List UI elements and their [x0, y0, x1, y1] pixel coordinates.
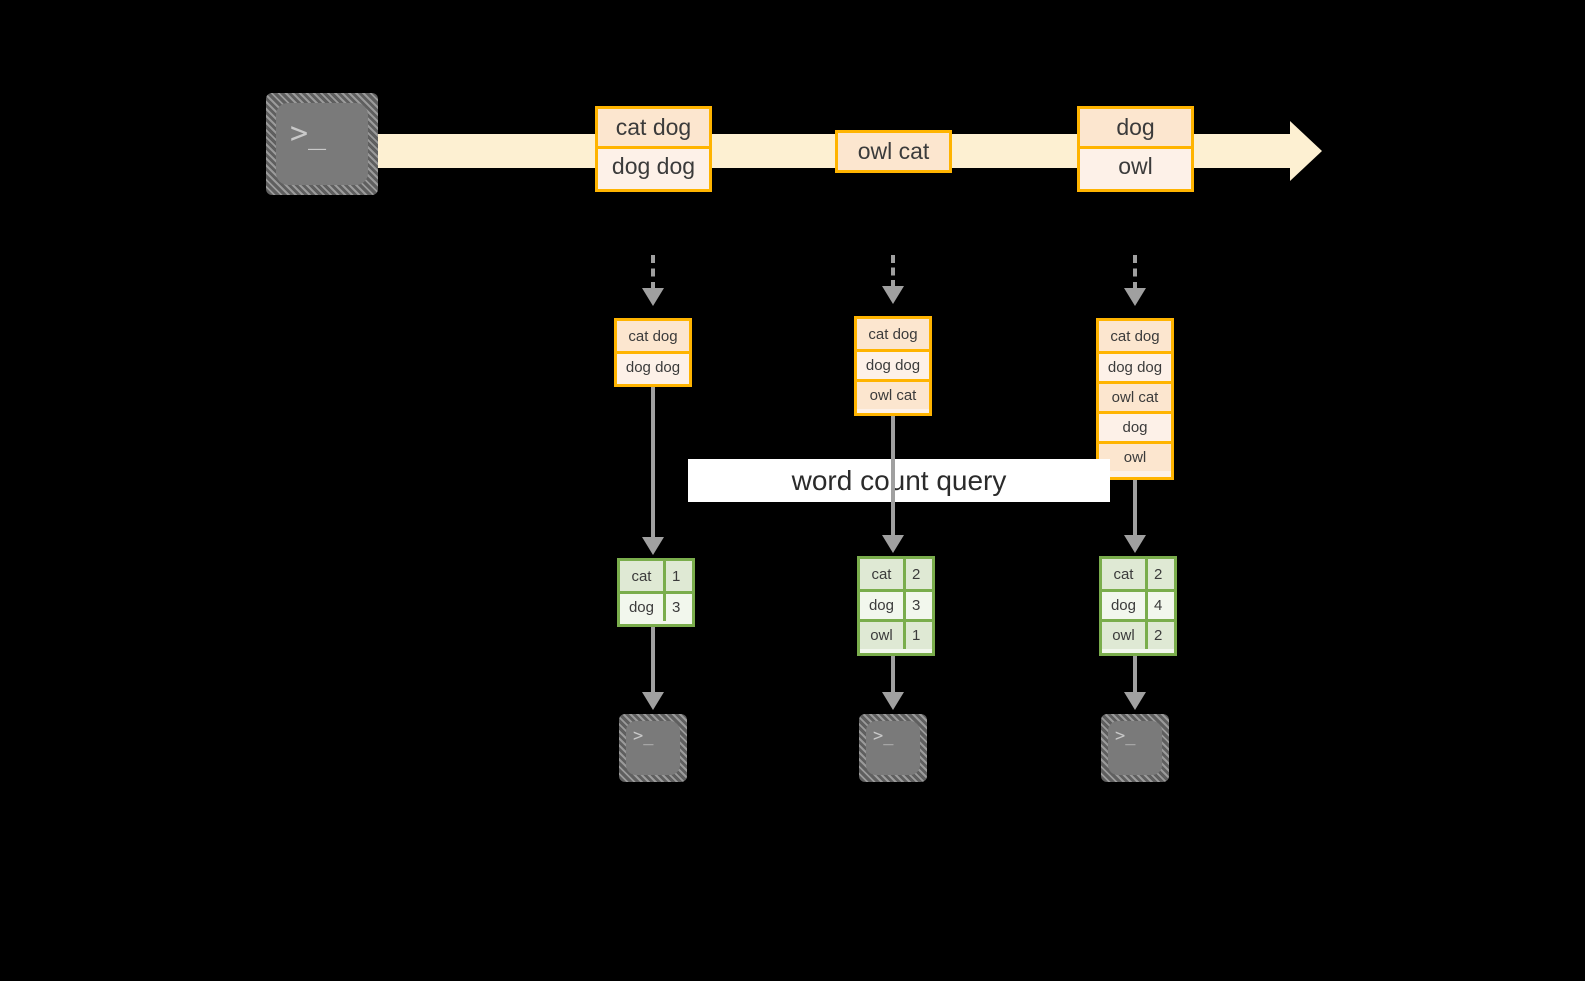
- table-row: dog 3: [620, 591, 692, 621]
- snapshot-3-query-arrowhead: [1124, 535, 1146, 553]
- snapshot-2-query-arrowhead: [882, 535, 904, 553]
- result-word: cat: [620, 561, 666, 591]
- snapshot-3-accumulated-records[interactable]: cat dog dog dog owl cat dog owl: [1096, 318, 1174, 480]
- table-row: dog 4: [1102, 589, 1174, 619]
- terminal-prompt-icon: >_: [290, 116, 327, 151]
- snapshot-3-sink-connector: [1133, 656, 1137, 694]
- accumulated-line: dog dog: [1099, 351, 1171, 381]
- accumulated-line: owl cat: [857, 379, 929, 409]
- consumer-terminal-2[interactable]: >_: [859, 714, 927, 782]
- snapshot-1-query-connector: [651, 387, 655, 539]
- stream-arrowhead: [1290, 121, 1322, 181]
- snapshot-3-query-connector: [1133, 480, 1137, 537]
- table-row: cat 2: [1102, 559, 1174, 589]
- record-line: cat dog: [598, 109, 709, 146]
- record-line: owl: [1080, 146, 1191, 183]
- snapshot-2-dashed-connector: [891, 255, 895, 288]
- snapshot-2-dashed-arrowhead: [882, 286, 904, 304]
- terminal-screen: [276, 103, 368, 185]
- terminal-prompt-icon: >_: [873, 726, 894, 746]
- snapshot-1-query-arrowhead: [642, 537, 664, 555]
- snapshot-1-result-table[interactable]: cat 1 dog 3: [617, 558, 695, 627]
- snapshot-2-query-connector-overlay: [891, 459, 895, 502]
- consumer-terminal-3[interactable]: >_: [1101, 714, 1169, 782]
- result-count: 2: [905, 559, 932, 589]
- snapshot-1-accumulated-records[interactable]: cat dog dog dog: [614, 318, 692, 387]
- result-count: 1: [905, 622, 932, 649]
- table-row: owl 1: [860, 619, 932, 649]
- terminal-screen: [866, 721, 920, 775]
- snapshot-2-result-table[interactable]: cat 2 dog 3 owl 1: [857, 556, 935, 656]
- record-line: dog: [1080, 109, 1191, 146]
- table-row: dog 3: [860, 589, 932, 619]
- snapshot-2-sink-connector: [891, 656, 895, 694]
- stream-record-3[interactable]: dog owl: [1077, 106, 1194, 192]
- accumulated-line: cat dog: [857, 319, 929, 349]
- snapshot-2-accumulated-records[interactable]: cat dog dog dog owl cat: [854, 316, 932, 416]
- stream-record-2[interactable]: owl cat: [835, 130, 952, 173]
- result-word: owl: [860, 622, 906, 649]
- consumer-terminal-1[interactable]: >_: [619, 714, 687, 782]
- result-word: owl: [1102, 622, 1148, 649]
- terminal-prompt-icon: >_: [633, 726, 654, 746]
- producer-terminal[interactable]: >_: [266, 93, 378, 195]
- result-count: 2: [1147, 622, 1174, 649]
- accumulated-line: dog dog: [857, 349, 929, 379]
- snapshot-1-dashed-connector: [651, 255, 655, 290]
- accumulated-line: owl cat: [1099, 381, 1171, 411]
- snapshot-1-sink-connector: [651, 627, 655, 694]
- terminal-screen: [1108, 721, 1162, 775]
- record-line: dog dog: [598, 146, 709, 183]
- result-word: dog: [860, 592, 906, 619]
- record-line: owl cat: [838, 133, 949, 170]
- result-word: cat: [1102, 559, 1148, 589]
- table-row: cat 1: [620, 561, 692, 591]
- result-count: 3: [665, 594, 692, 621]
- snapshot-1-dashed-arrowhead: [642, 288, 664, 306]
- terminal-screen: [626, 721, 680, 775]
- result-word: cat: [860, 559, 906, 589]
- snapshot-3-result-table[interactable]: cat 2 dog 4 owl 2: [1099, 556, 1177, 656]
- result-count: 4: [1147, 592, 1174, 619]
- snapshot-2-sink-arrowhead: [882, 692, 904, 710]
- table-row: owl 2: [1102, 619, 1174, 649]
- accumulated-line: dog dog: [617, 351, 689, 381]
- accumulated-line: owl: [1099, 441, 1171, 471]
- result-word: dog: [1102, 592, 1148, 619]
- result-word: dog: [620, 594, 666, 621]
- result-count: 3: [905, 592, 932, 619]
- query-banner-label: word count query: [791, 464, 1007, 496]
- query-banner: word count query: [688, 459, 1110, 502]
- snapshot-3-dashed-connector: [1133, 255, 1137, 290]
- accumulated-line: cat dog: [617, 321, 689, 351]
- snapshot-3-dashed-arrowhead: [1124, 288, 1146, 306]
- snapshot-3-sink-arrowhead: [1124, 692, 1146, 710]
- result-count: 2: [1147, 559, 1174, 589]
- accumulated-line: dog: [1099, 411, 1171, 441]
- result-count: 1: [665, 561, 692, 591]
- terminal-prompt-icon: >_: [1115, 726, 1136, 746]
- snapshot-1-sink-arrowhead: [642, 692, 664, 710]
- accumulated-line: cat dog: [1099, 321, 1171, 351]
- stream-record-1[interactable]: cat dog dog dog: [595, 106, 712, 192]
- table-row: cat 2: [860, 559, 932, 589]
